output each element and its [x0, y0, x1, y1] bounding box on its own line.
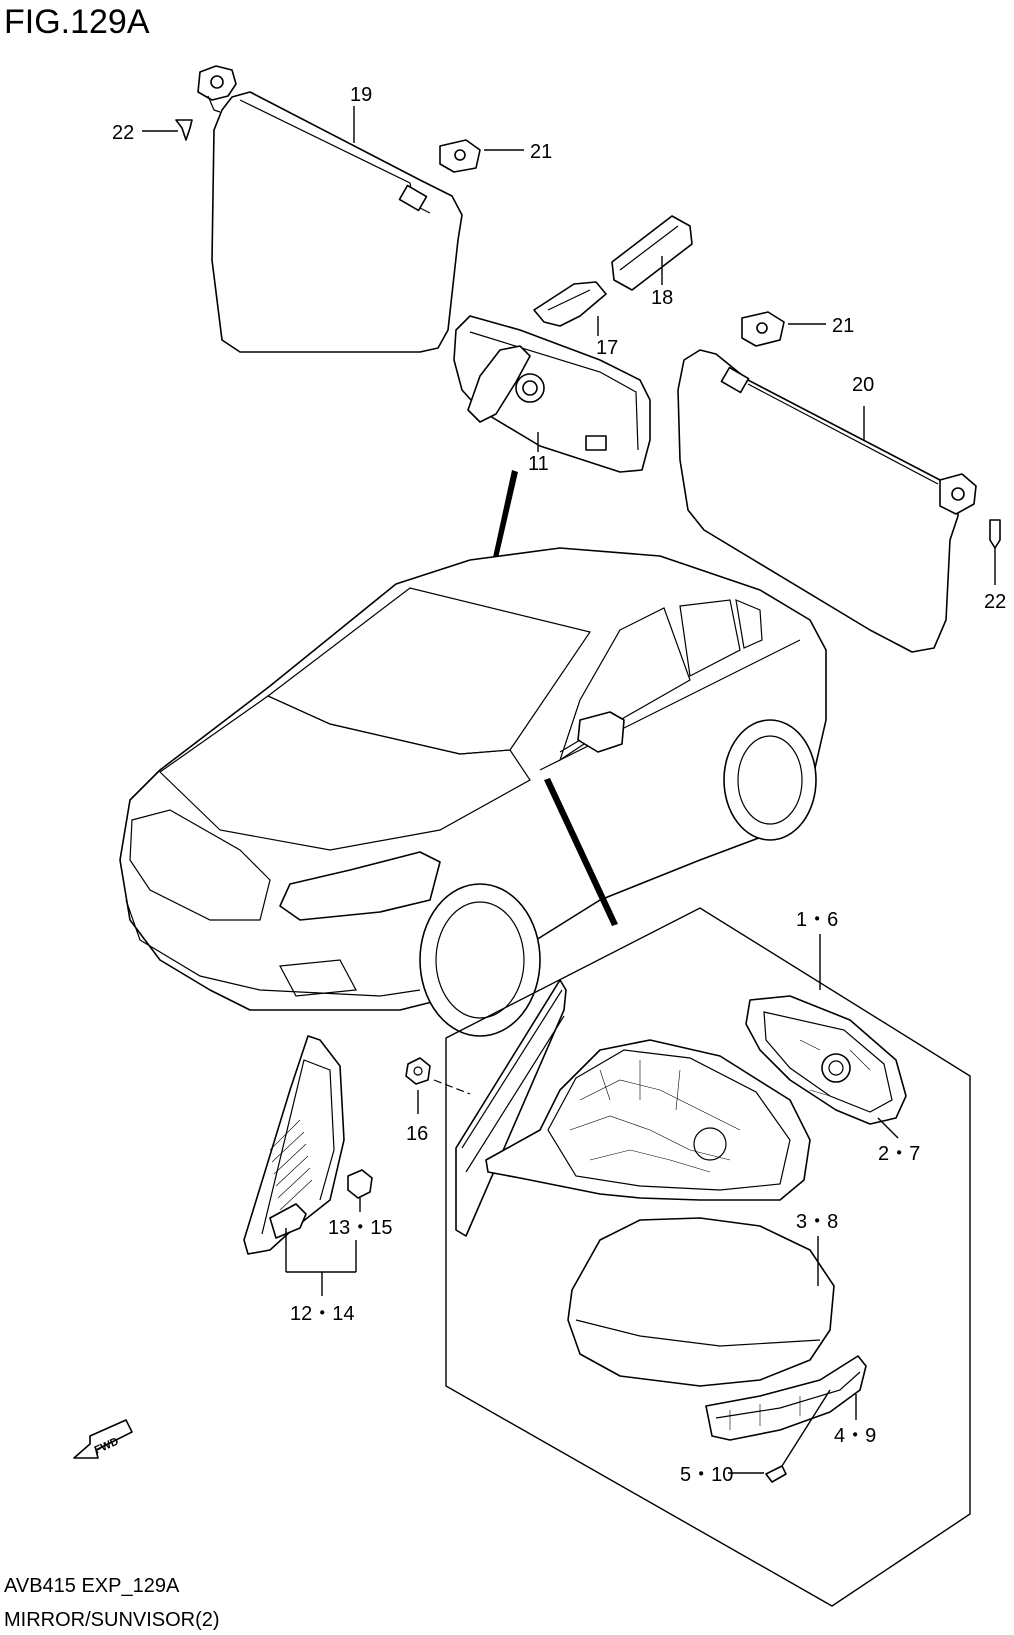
clip-21-top [439, 139, 524, 173]
fwd-arrow: FWD [73, 1419, 133, 1459]
footer-code: AVB415 EXP_129A [4, 1575, 180, 1597]
label-18: 18 [651, 287, 673, 309]
part-18 [611, 215, 693, 291]
label-20: 20 [852, 374, 874, 396]
label-12-14: 12・14 [290, 1303, 355, 1325]
label-22-right: 22 [984, 591, 1006, 613]
label-17: 17 [596, 337, 618, 359]
mirror-housing [485, 1039, 811, 1201]
mirror-glass [745, 995, 907, 1139]
exploded-view-frame [445, 907, 971, 1607]
label-22-left: 22 [112, 122, 134, 144]
label-19: 19 [350, 84, 372, 106]
garnish-hatch [269, 1119, 313, 1211]
label-21-top: 21 [530, 141, 552, 163]
footer-caption: MIRROR/SUNVISOR(2) [4, 1609, 220, 1631]
label-21-right: 21 [832, 315, 854, 337]
label-2-7: 2・7 [878, 1143, 920, 1165]
figure-title: FIG.129A [4, 3, 150, 41]
nut-16 [405, 1057, 471, 1114]
left-sunvisor [197, 65, 463, 353]
clip-21-right [741, 311, 826, 347]
screw-22-right [989, 519, 1001, 585]
right-sunvisor [677, 349, 977, 653]
label-5-10: 5・10 [680, 1464, 733, 1486]
clip-13-15 [347, 1169, 373, 1212]
screw-22-left [142, 119, 193, 141]
label-16: 16 [406, 1123, 428, 1145]
label-3-8: 3・8 [796, 1211, 838, 1233]
mirror-mount-plate [455, 979, 567, 1237]
label-13-15: 13・15 [328, 1217, 393, 1239]
car-body [119, 547, 827, 1037]
rear-view-mirror [453, 315, 651, 473]
mirror-cover [567, 1217, 835, 1387]
label-4-9: 4・9 [834, 1425, 876, 1447]
screw-5-10 [728, 1389, 831, 1483]
pointer-to-door-mirror [544, 778, 618, 926]
mirror-garnish [243, 1035, 357, 1296]
part-17 [533, 281, 607, 336]
label-1-6: 1・6 [796, 909, 838, 931]
turn-signal-lamp [705, 1355, 867, 1441]
label-11: 11 [528, 453, 549, 475]
